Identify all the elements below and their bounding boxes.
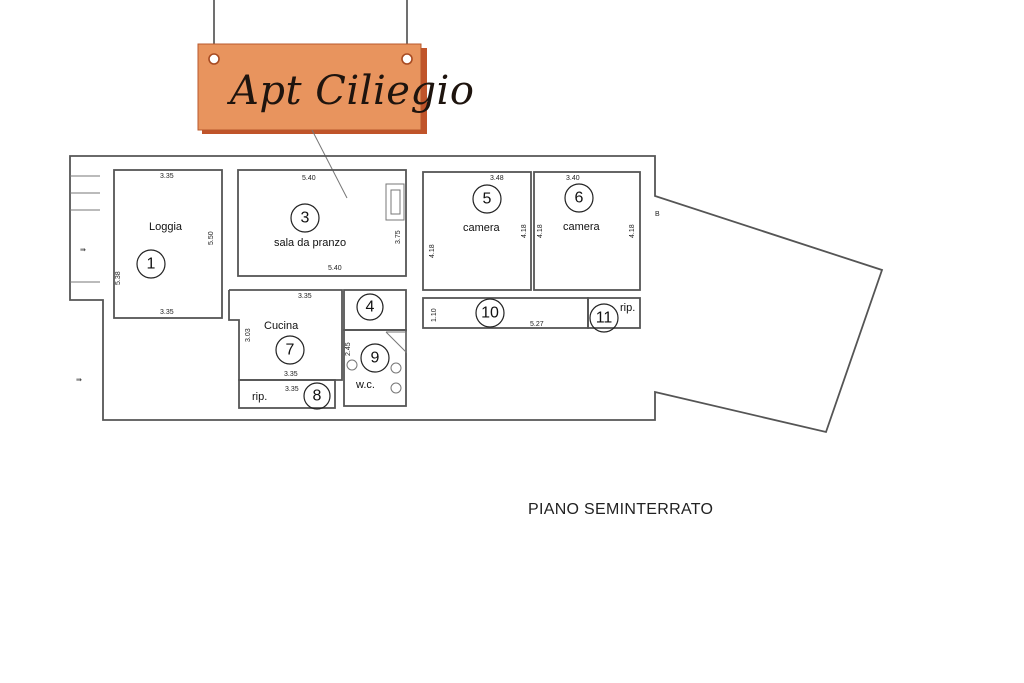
room-6-label: camera	[563, 221, 601, 233]
sink-icon	[346, 359, 358, 371]
room-1-number: 1	[147, 256, 156, 273]
room-6-circle	[564, 183, 594, 213]
room-9-number: 9	[371, 350, 380, 367]
outer-wall	[69, 155, 884, 434]
wc-walls	[343, 329, 407, 407]
dim-camera6-height-right: 4.18	[629, 224, 636, 238]
room-7-label: Cucina	[264, 320, 299, 332]
stair-icon	[385, 331, 407, 354]
dim-sala-width-bottom: 5.40	[328, 265, 342, 272]
sign-ring-left-icon	[208, 53, 220, 65]
room-9-label: w.c.	[355, 379, 375, 391]
room-10-number: 10	[481, 305, 499, 322]
room-8-circle	[303, 382, 331, 410]
sign: Apt Ciliegio	[197, 0, 474, 199]
room-7-circle	[275, 335, 305, 365]
room-11-label: rip.	[620, 302, 635, 314]
entry-arrow-bottom-icon: ⇛	[76, 377, 82, 384]
dim-corridor-width: 5.27	[530, 321, 544, 328]
dimensions: 3.35 3.35 5.38 5.50 5.40 5.40 3.75 3.35 …	[115, 173, 636, 393]
rooms: 1 Loggia 3 sala da pranzo 4 5 camera 6 c…	[136, 183, 635, 410]
bidet-icon	[390, 382, 402, 394]
room-5-circle	[472, 184, 502, 214]
room-3-number: 3	[301, 210, 310, 227]
entry-arrow-top-icon: ⇛	[80, 247, 86, 254]
camera5-walls	[422, 171, 532, 291]
dim-wc-height: 2.45	[345, 342, 352, 356]
dim-rip8-width: 3.35	[285, 386, 299, 393]
dim-cucina-width: 3.35	[284, 371, 298, 378]
marker-b-icon: B	[655, 211, 660, 218]
room-6-number: 6	[575, 190, 584, 207]
loggia-walls	[113, 169, 223, 319]
fireplace-inner	[390, 189, 401, 215]
dim-sala-height: 3.75	[395, 230, 402, 244]
toilet-icon	[390, 362, 402, 374]
dim-camera6-width: 3.40	[566, 175, 580, 182]
fireplace-icon	[385, 183, 405, 221]
dim-loggia-width: 3.35	[160, 173, 174, 180]
room-5-label: camera	[463, 222, 501, 234]
dim-sala-width: 5.40	[302, 175, 316, 182]
room-5-number: 5	[483, 191, 492, 208]
room-1-circle	[136, 249, 166, 279]
room4-walls	[343, 289, 407, 331]
room-3-label: sala da pranzo	[274, 237, 346, 249]
dim-cucina-height: 3.03	[245, 328, 252, 342]
sign-title: Apt Ciliegio	[226, 68, 474, 114]
room-9-circle	[360, 343, 390, 373]
sign-board	[197, 43, 422, 131]
room-8-number: 8	[313, 388, 322, 405]
room-4-number: 4	[366, 299, 375, 316]
room-8-label: rip.	[252, 391, 267, 403]
dim-camera5-height: 4.18	[429, 244, 436, 258]
dim-camera6-height: 4.18	[537, 224, 544, 238]
room-7-number: 7	[286, 342, 295, 359]
dim-corridor-height: 1.10	[431, 308, 438, 322]
walls: ⇛ ⇛ B	[69, 155, 884, 434]
room-4-circle	[356, 293, 384, 321]
dim-loggia-width-bottom: 3.35	[160, 309, 174, 316]
rip8-walls	[238, 379, 336, 409]
sign-pointer	[311, 129, 348, 199]
dim-camera5-width: 3.48	[490, 175, 504, 182]
dim-loggia-height: 5.38	[115, 271, 122, 285]
room-11-circle	[589, 303, 619, 333]
dim-camera5-height-right: 4.18	[521, 224, 528, 238]
floor-name: PIANO SEMINTERRATO	[528, 501, 713, 518]
sala-walls	[237, 169, 407, 277]
room-1-label: Loggia	[149, 221, 183, 233]
room-3-circle	[290, 203, 320, 233]
corridor10-walls	[422, 297, 589, 329]
dim-cucina-width-top: 3.35	[298, 293, 312, 300]
sign-ring-right-icon	[401, 53, 413, 65]
room-11-number: 11	[596, 310, 613, 327]
camera6-walls	[533, 171, 641, 291]
room-10-circle	[475, 298, 505, 328]
dim-loggia-wall: 5.50	[208, 231, 215, 245]
